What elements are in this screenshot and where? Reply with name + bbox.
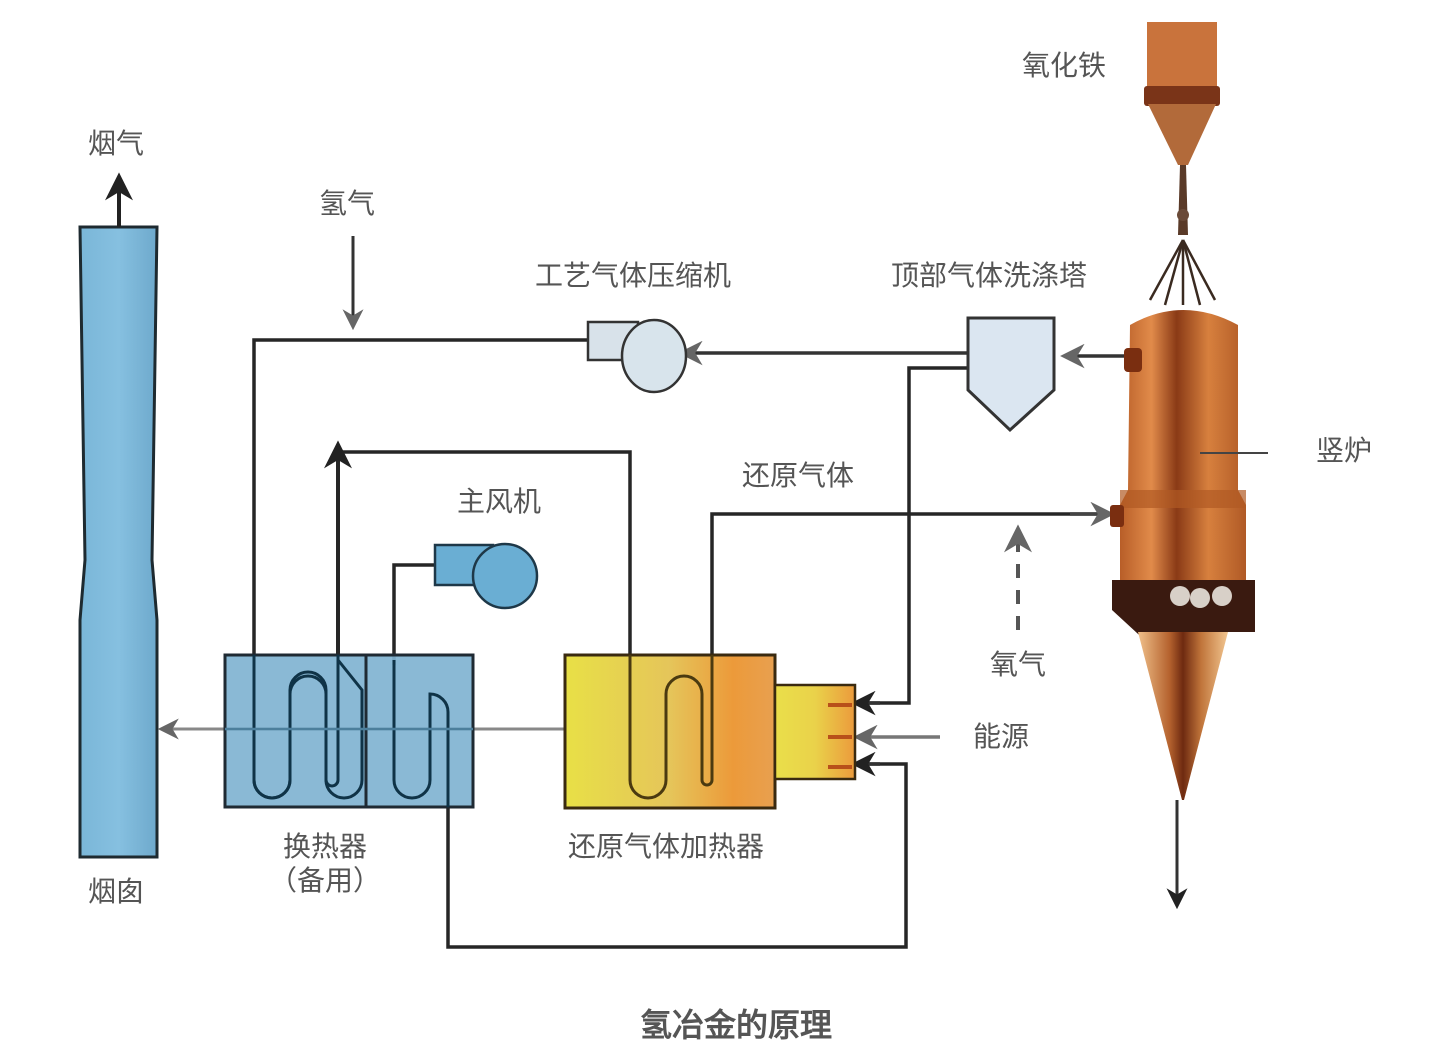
top-gas-scrubber	[966, 316, 1056, 433]
flue-gas-label: 烟气	[88, 127, 145, 160]
recycle-gas-pipe	[252, 338, 588, 655]
fuel-gas-pipe	[862, 366, 968, 705]
heat-exchanger-name: 换热器	[282, 830, 367, 863]
diagram-title: 氢冶金的原理	[640, 1006, 833, 1044]
burner	[773, 683, 857, 781]
energy-label: 能源	[973, 720, 1030, 753]
process-gas-compressor	[586, 318, 688, 394]
combustion-air-pipe	[392, 563, 437, 665]
heat-exchanger	[223, 653, 475, 809]
chimney-label: 烟囱	[88, 875, 145, 908]
shaft-furnace	[1110, 22, 1268, 910]
process-gas-compressor-label: 工艺气体压缩机	[535, 259, 732, 292]
main-blower-label: 主风机	[457, 485, 542, 518]
reducing-gas-label: 还原气体	[742, 459, 855, 492]
heat-exchanger-note: （备用）	[268, 864, 381, 897]
oxygen-label: 氧气	[990, 648, 1047, 681]
reducing-gas-heater-label: 还原气体加热器	[568, 830, 765, 863]
preheated-gas-pipe	[338, 450, 632, 665]
main-blower	[433, 542, 539, 610]
top-gas-scrubber-label: 顶部气体洗涤塔	[891, 259, 1088, 292]
iron-oxide-label: 氧化铁	[1022, 49, 1107, 82]
hydrogen-label: 氢气	[319, 187, 376, 220]
heat-exchanger-label: 换热器 （备用）	[255, 830, 395, 898]
reducing-gas-pipe	[710, 512, 1100, 665]
reducing-gas-heater	[563, 653, 857, 810]
shaft-furnace-label: 竖炉	[1316, 434, 1373, 467]
preheated-air-pipe	[446, 762, 908, 949]
chimney	[78, 172, 159, 859]
pipes	[252, 236, 1128, 949]
